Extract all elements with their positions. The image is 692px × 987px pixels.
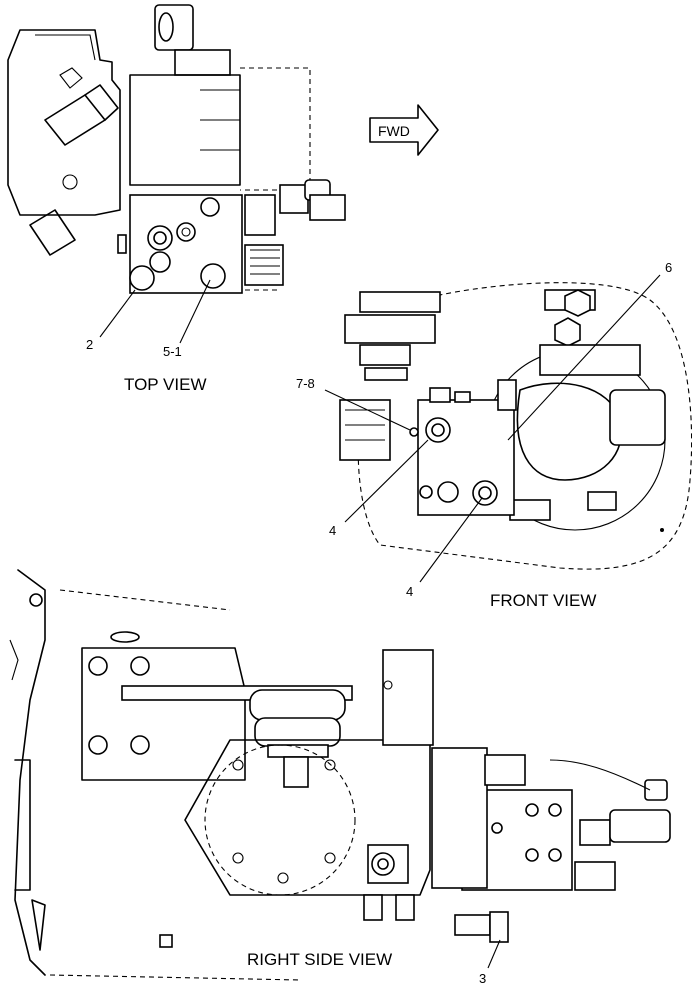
callout-3: 3 <box>479 971 486 986</box>
leader-lines <box>99 274 661 969</box>
callout-6: 6 <box>665 260 672 275</box>
callout-4-upper: 4 <box>329 523 336 538</box>
fwd-label: FWD <box>378 123 410 139</box>
top-view-label: TOP VIEW <box>124 375 207 394</box>
right-side-view-drawing <box>9 569 671 981</box>
callout-4-lower: 4 <box>406 584 413 599</box>
top-view-drawing <box>7 4 346 294</box>
front-view-drawing <box>339 282 692 570</box>
callout-7-8: 7-8 <box>296 376 315 391</box>
front-view-label: FRONT VIEW <box>490 591 596 610</box>
callout-5-1: 5-1 <box>163 344 182 359</box>
callout-2: 2 <box>86 337 93 352</box>
right-side-view-label: RIGHT SIDE VIEW <box>247 950 392 969</box>
fwd-arrow: FWD <box>369 104 439 156</box>
